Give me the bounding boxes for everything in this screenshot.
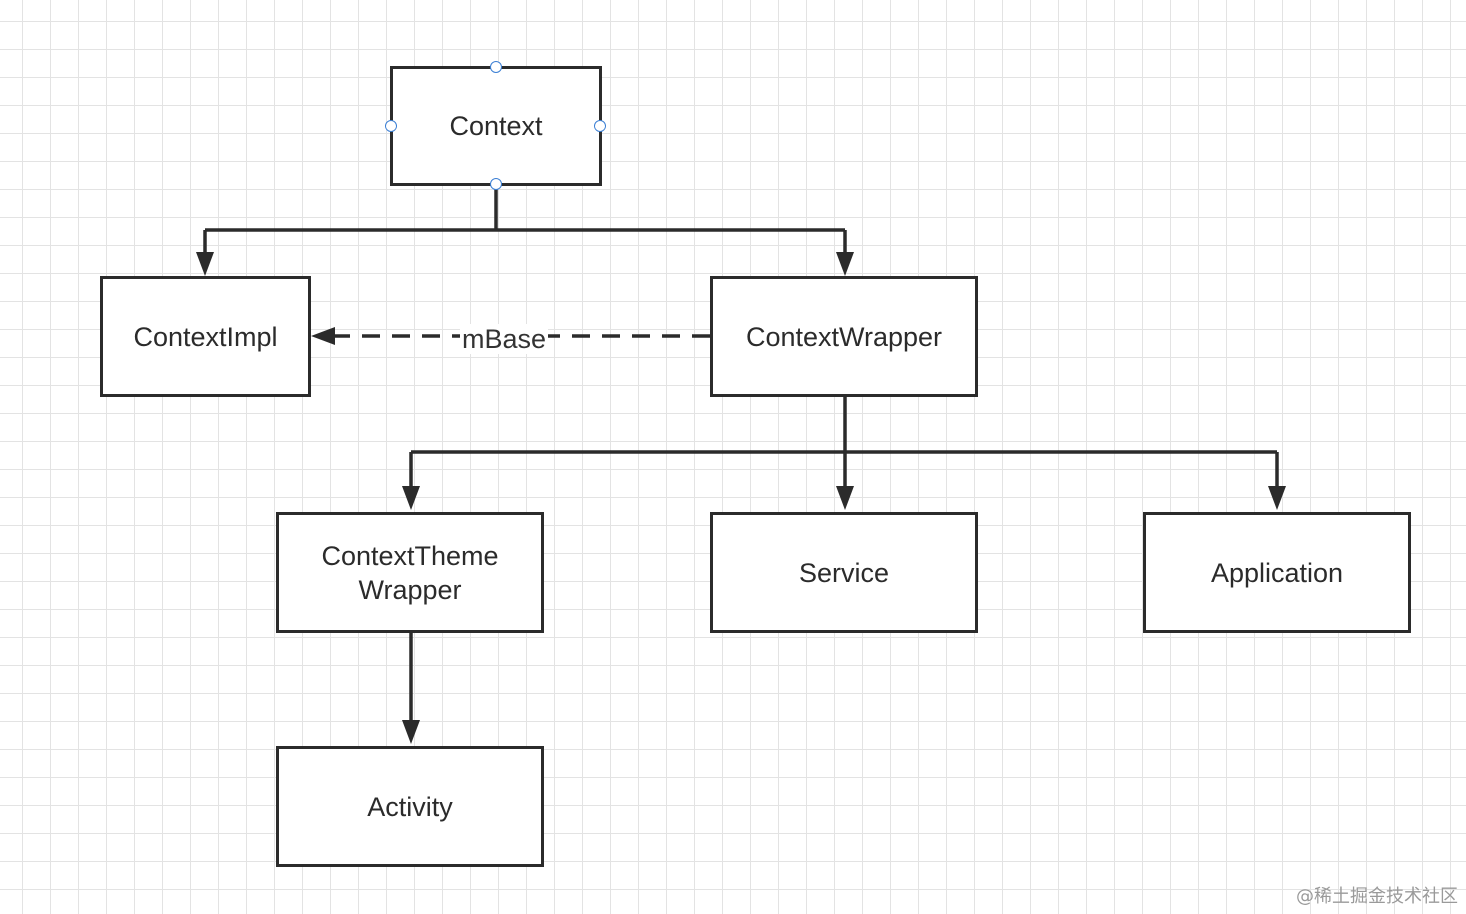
node-application[interactable]: Application <box>1143 512 1411 633</box>
node-contextimpl[interactable]: ContextImpl <box>100 276 311 397</box>
arrowhead-contextthemewrapper <box>402 486 420 510</box>
arrowhead-service <box>836 486 854 510</box>
node-activity[interactable]: Activity <box>276 746 544 867</box>
node-context[interactable]: Context <box>390 66 602 186</box>
node-activity-label: Activity <box>367 791 453 822</box>
edge-mbase-label[interactable]: mBase <box>460 324 549 354</box>
selection-handle-bottom[interactable] <box>490 178 502 190</box>
selection-handle-right[interactable] <box>594 120 606 132</box>
edge-context-children[interactable] <box>196 184 854 276</box>
node-service[interactable]: Service <box>710 512 978 633</box>
arrowhead-contextimpl <box>196 252 214 276</box>
arrowhead-application <box>1268 486 1286 510</box>
node-contextthemewrapper[interactable]: ContextTheme Wrapper <box>276 512 544 633</box>
selection-handle-top[interactable] <box>490 61 502 73</box>
node-contextwrapper[interactable]: ContextWrapper <box>710 276 978 397</box>
node-contextthemewrapper-label: ContextTheme Wrapper <box>321 540 499 605</box>
arrowhead-activity <box>402 720 420 744</box>
node-context-label: Context <box>449 111 543 141</box>
edge-contextwrapper-children[interactable] <box>402 395 1286 510</box>
watermark: @稀土掘金技术社区 <box>1296 886 1458 907</box>
node-application-label: Application <box>1210 557 1344 588</box>
node-contextimpl-label: ContextImpl <box>133 321 278 352</box>
arrowhead-contextwrapper <box>836 252 854 276</box>
arrowhead-mbase <box>311 327 335 345</box>
edge-themewrapper-activity[interactable] <box>402 631 420 744</box>
selection-handle-left[interactable] <box>385 120 397 132</box>
node-contextwrapper-label: ContextWrapper <box>745 321 943 352</box>
node-service-label: Service <box>798 557 890 588</box>
